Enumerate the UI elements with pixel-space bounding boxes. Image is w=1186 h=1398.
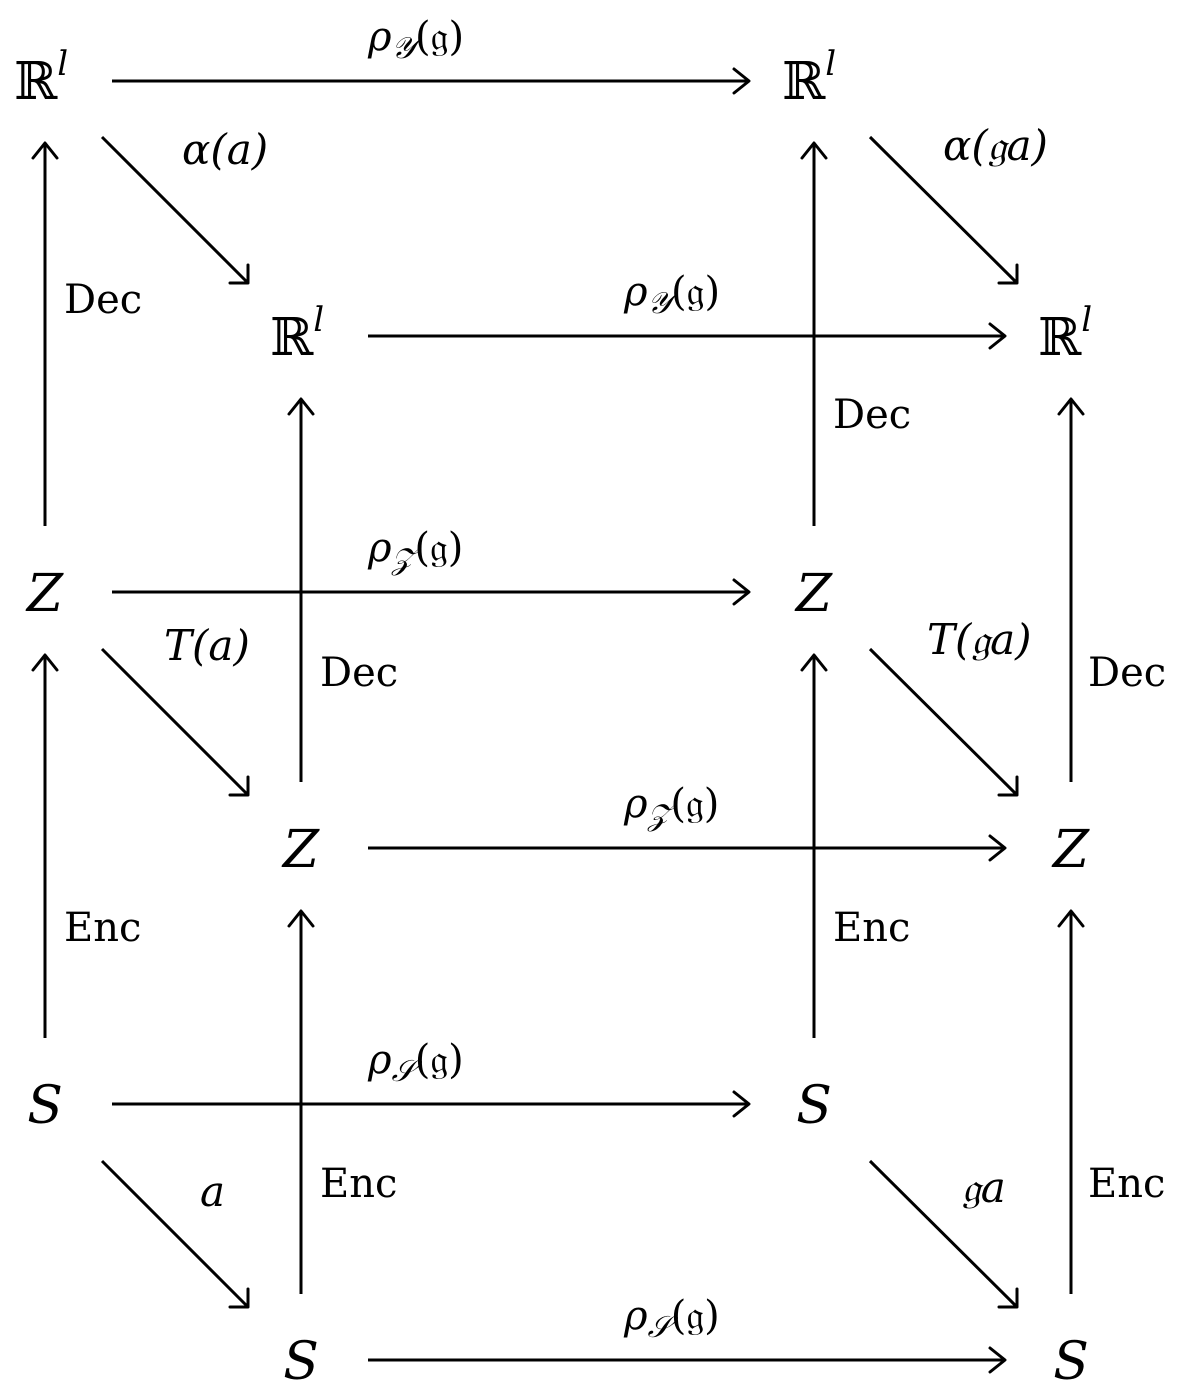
label-rho-s-back: ρ𝒮(𝔤) [367, 1037, 464, 1089]
node-Z-back-right: Z [794, 564, 833, 624]
arrow-rho-y-back [112, 67, 751, 95]
arrow-a [100, 1159, 250, 1309]
arrow-alpha-a [100, 135, 250, 285]
label-rho-z-back: ρ𝒵(𝔤) [367, 525, 463, 577]
arrow-ga [868, 1159, 1019, 1309]
node-S-front-right: S [1053, 1332, 1089, 1392]
arrow-rho-z-front [368, 834, 1007, 862]
label-a: a [200, 1167, 225, 1216]
node-Z-front-left: Z [281, 820, 320, 880]
arrow-dec-front-left [287, 397, 315, 782]
arrow-enc-front-left [287, 909, 315, 1294]
label-rho-z-front: ρ𝒵(𝔤) [623, 781, 719, 833]
label-enc-back-right: Enc [833, 905, 910, 951]
label-enc-front-left: Enc [320, 1161, 397, 1207]
arrow-T-a [100, 647, 250, 797]
node-Z-front-right: Z [1051, 820, 1090, 880]
node-R-back-right: ℝl [782, 44, 836, 112]
arrow-alpha-ga [868, 135, 1019, 285]
arrow-enc-front-right [1057, 909, 1085, 1294]
arrow-rho-y-front [368, 322, 1007, 350]
label-dec-front-left: Dec [320, 650, 398, 696]
node-R-front-left: ℝl [270, 300, 324, 368]
arrow-T-ga [868, 647, 1019, 797]
label-enc-front-right: Enc [1088, 1161, 1165, 1207]
label-dec-back-right: Dec [833, 392, 911, 438]
arrow-rho-s-back [112, 1090, 751, 1118]
arrow-enc-back-right [800, 653, 828, 1038]
arrow-rho-z-back [112, 578, 751, 606]
node-S-back-left: S [27, 1076, 63, 1136]
label-rho-y-front: ρ𝒴(𝔤) [623, 269, 720, 321]
arrow-dec-back-left [31, 141, 59, 526]
label-enc-back-left: Enc [64, 905, 141, 951]
node-R-back-left: ℝl [14, 44, 68, 112]
label-rho-y-back: ρ𝒴(𝔤) [367, 14, 464, 66]
label-ga: 𝔤a [962, 1163, 1006, 1212]
arrow-enc-back-left [31, 653, 59, 1038]
label-alpha-ga: α(𝔤a) [943, 121, 1048, 170]
arrow-dec-front-right [1057, 397, 1085, 782]
label-alpha-a: α(a) [182, 125, 268, 174]
label-T-ga: T(𝔤a) [927, 615, 1032, 664]
label-rho-s-front: ρ𝒮(𝔤) [623, 1293, 720, 1345]
node-S-back-right: S [796, 1076, 832, 1136]
label-dec-front-right: Dec [1088, 650, 1166, 696]
label-dec-back-left: Dec [64, 277, 142, 323]
node-S-front-left: S [283, 1332, 319, 1392]
node-Z-back-left: Z [25, 564, 64, 624]
node-R-front-right: ℝl [1038, 300, 1092, 368]
label-T-a: T(a) [164, 621, 250, 670]
arrow-rho-s-front [368, 1346, 1007, 1374]
arrow-dec-back-right [800, 141, 828, 526]
